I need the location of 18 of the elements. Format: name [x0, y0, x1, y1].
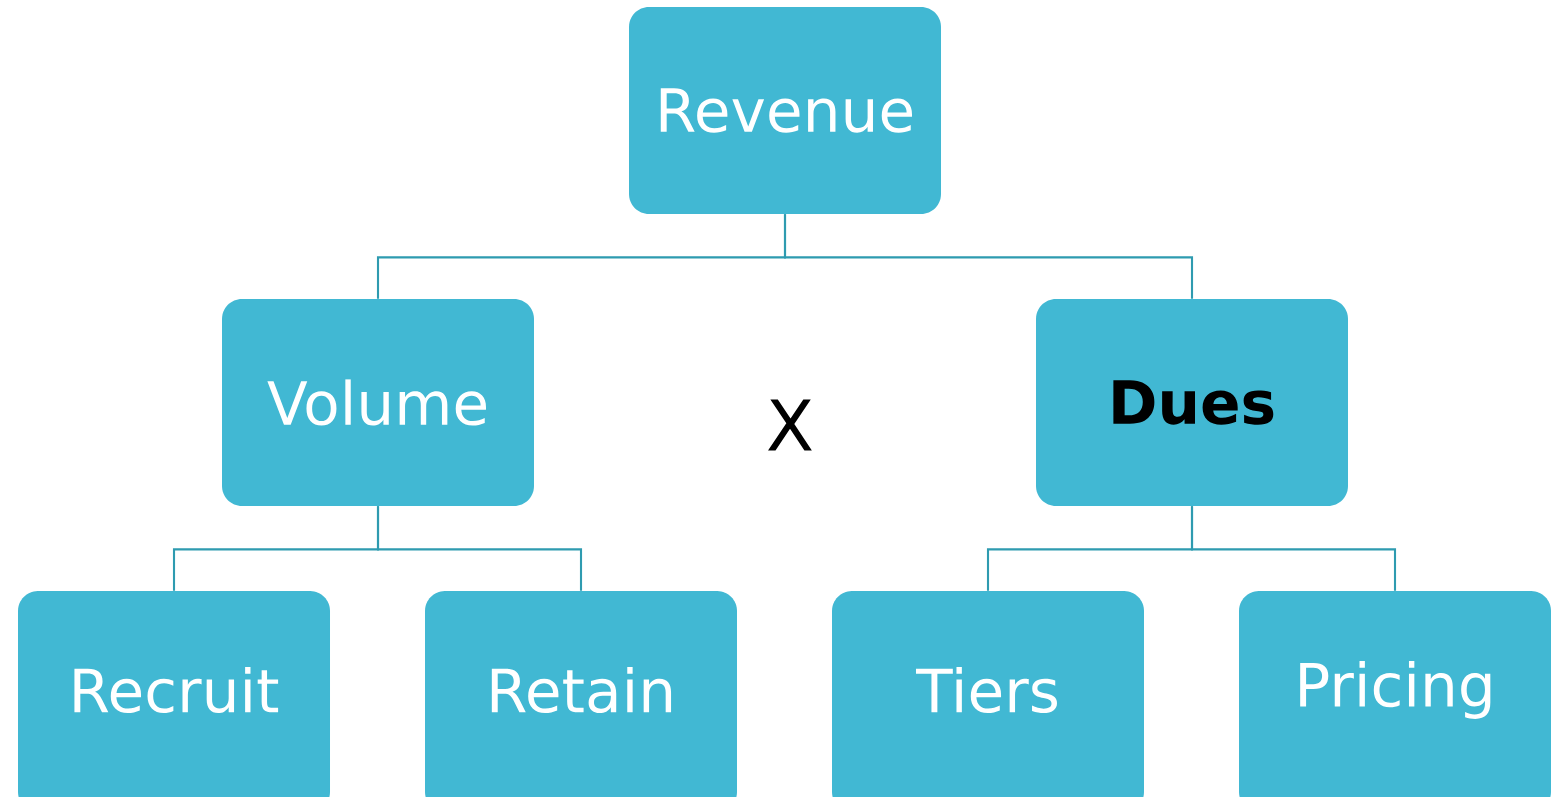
box-text: Pricing — [1300, 661, 1491, 719]
connector-line — [376, 506, 583, 591]
tree-box — [425, 591, 737, 797]
tree-box — [1036, 299, 1348, 506]
tree-box — [222, 299, 534, 506]
box-text: Revenue — [660, 88, 912, 133]
box-text: Volume — [267, 379, 486, 426]
operator-label: X — [768, 399, 812, 451]
connector-line — [1190, 506, 1397, 591]
tree-box — [629, 7, 941, 214]
tree-box — [832, 591, 1144, 797]
connector-line — [783, 214, 1194, 299]
box-text: Tiers — [916, 666, 1057, 714]
tree-box — [18, 591, 330, 797]
tree-box — [1239, 591, 1551, 797]
box-text: Dues — [1113, 380, 1274, 425]
box-text: Retain — [491, 666, 672, 714]
box-text: Recruit — [74, 666, 279, 714]
